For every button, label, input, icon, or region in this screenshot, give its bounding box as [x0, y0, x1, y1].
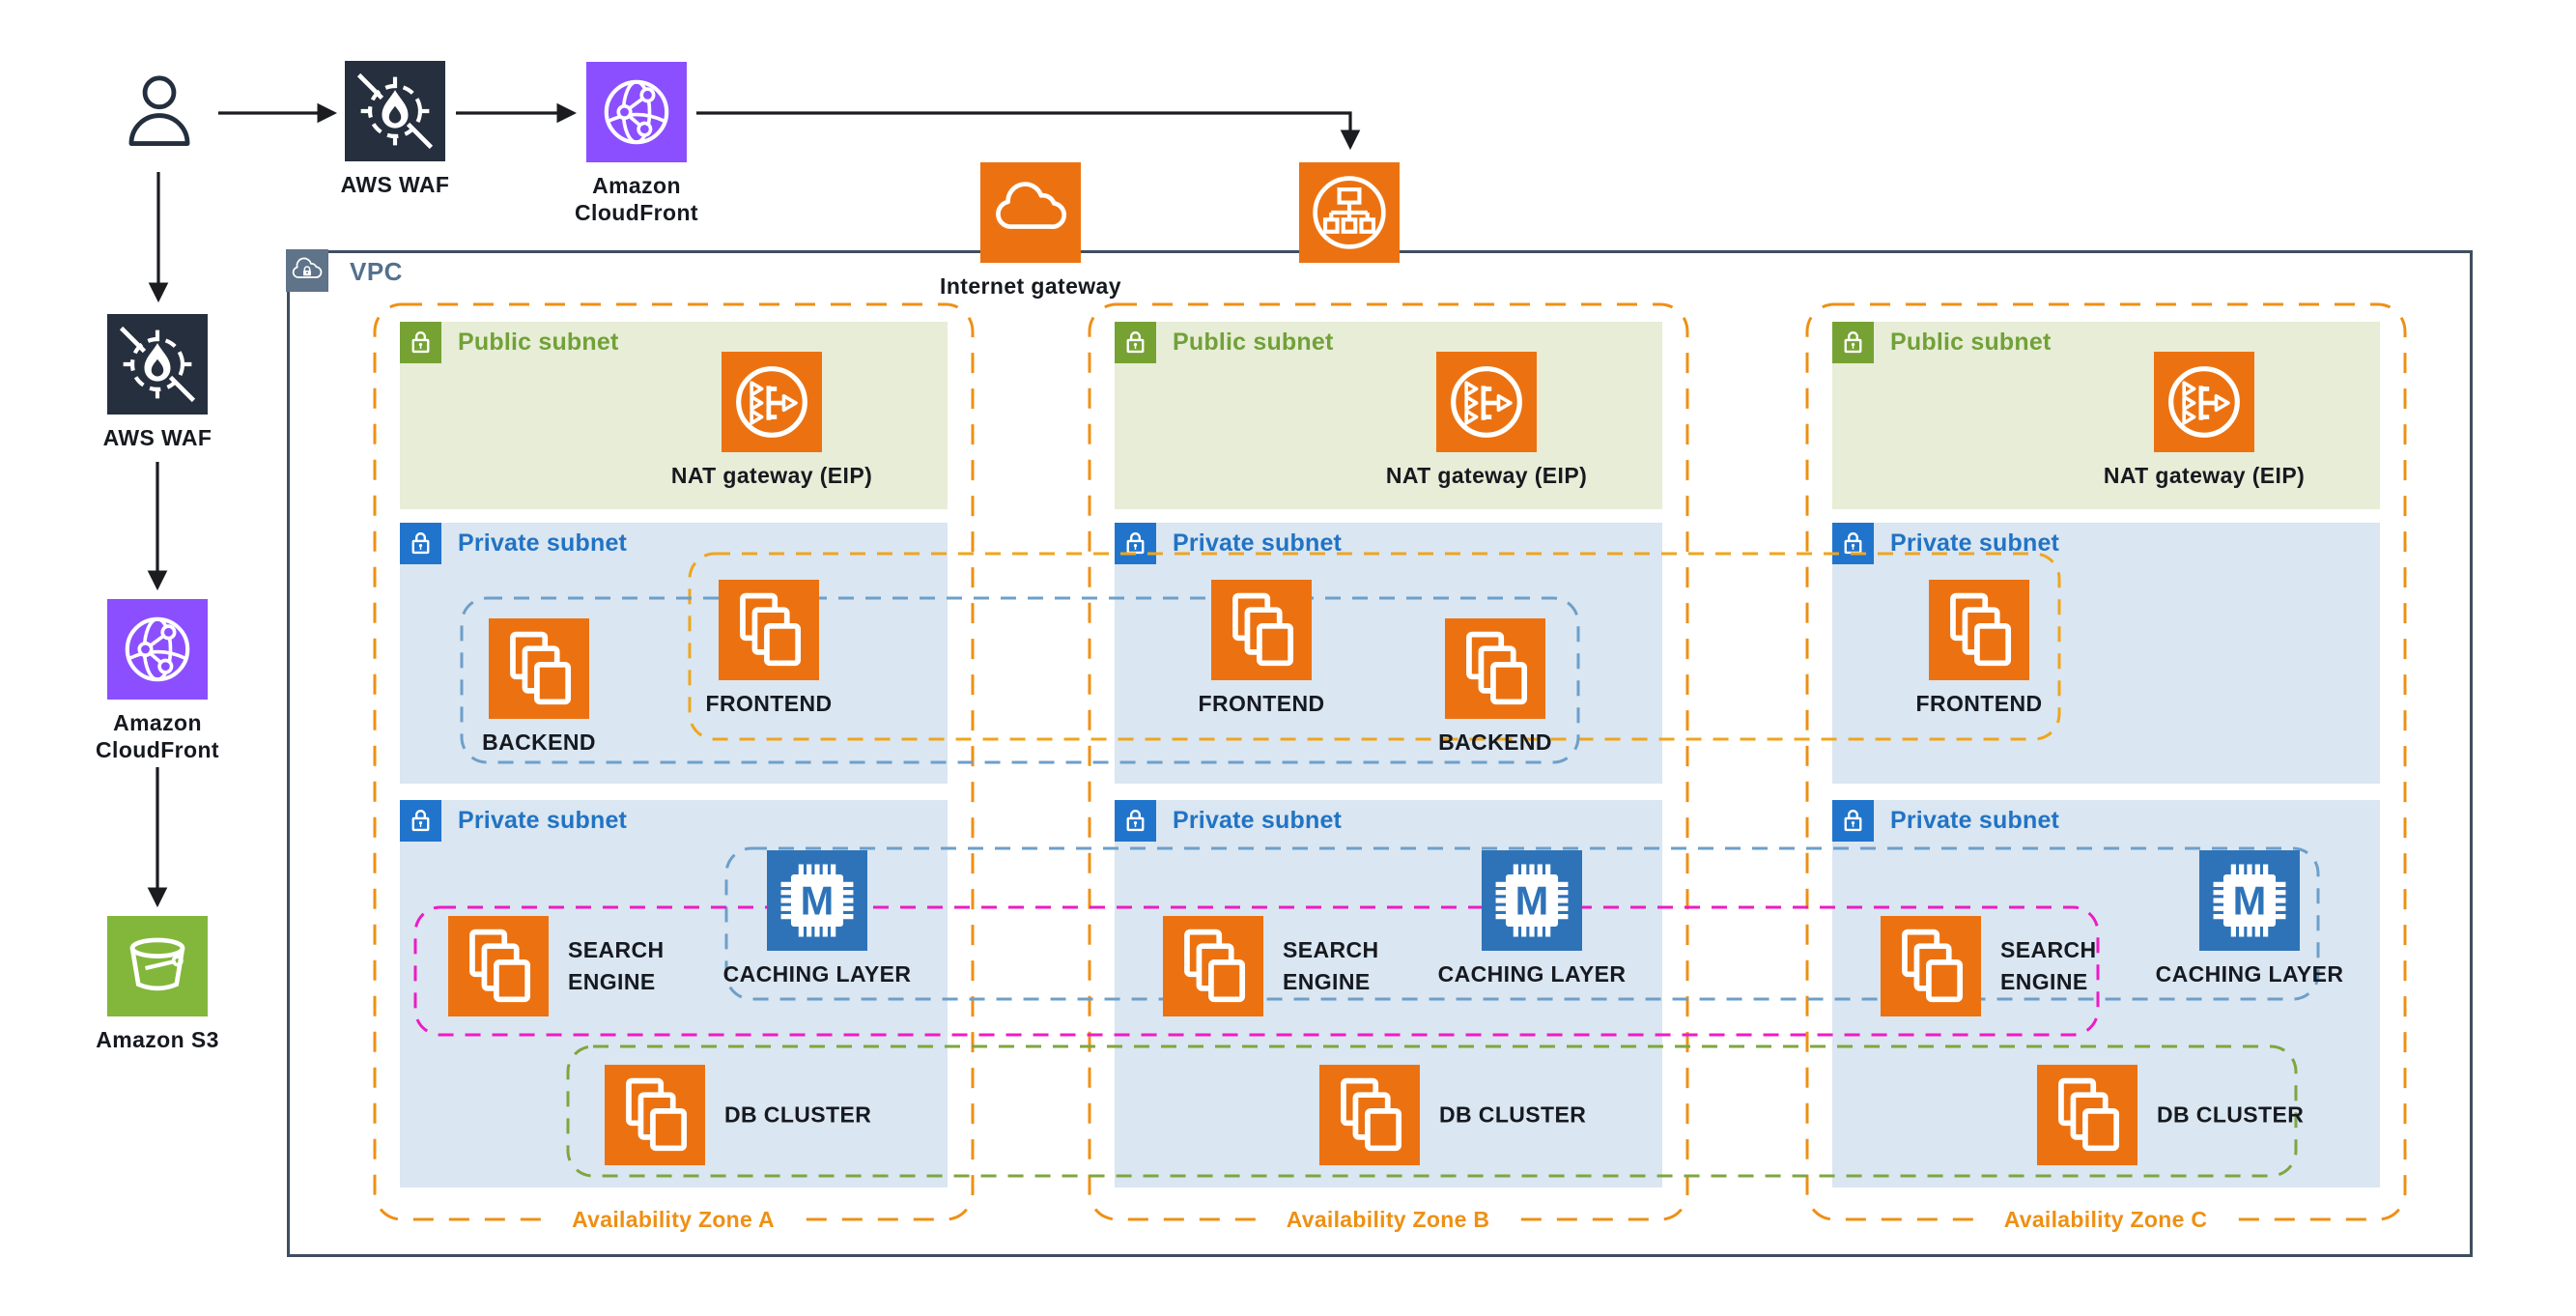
s3-bucket-icon: Amazon S3 — [96, 916, 218, 1052]
az-a-label: Availability Zone A — [554, 1204, 792, 1235]
frontend-label: FRONTEND — [705, 691, 833, 716]
db-cluster-label: DB CLUSTER — [724, 1101, 872, 1128]
load-balancer-network-tree-icon — [1299, 162, 1400, 263]
search-engine-instances-icon: SEARCH ENGINE — [1881, 916, 2096, 1016]
aws-waf-label: AWS WAF — [102, 425, 212, 450]
arrow-cloudfront-to-load-balancer — [696, 111, 1361, 151]
frontend-instances-icon: FRONTEND — [1199, 580, 1324, 716]
backend-label: BACKEND — [482, 730, 596, 755]
user-icon — [117, 64, 202, 160]
private-lock-icon — [1115, 800, 1156, 842]
db-cluster-label: DB CLUSTER — [2157, 1101, 2305, 1128]
private-lock-icon — [1832, 800, 1874, 842]
private-lock-icon — [1832, 523, 1874, 564]
backend-label: BACKEND — [1438, 730, 1552, 755]
nat-gateway-icon: NAT gateway (EIP) — [2104, 352, 2305, 488]
caching-layer-label: CACHING LAYER — [722, 961, 912, 987]
vpc-cloud-lock-icon — [286, 249, 328, 292]
public-subnet-label: Public subnet — [458, 329, 619, 356]
private-lock-icon — [400, 523, 441, 564]
nat-gateway-label: NAT gateway (EIP) — [670, 463, 873, 488]
aws-waf-icon: AWS WAF — [341, 61, 449, 197]
app-subnet-az-c: Private subnet — [1832, 523, 2380, 784]
app-subnet-az-b: Private subnet — [1115, 523, 1662, 784]
internet-gateway-label: Internet gateway — [940, 273, 1121, 299]
db-cluster-instances-icon: DB CLUSTER — [2037, 1065, 2304, 1165]
caching-memcached-icon: CACHING LAYER — [1438, 850, 1626, 987]
aws-waf-icon: AWS WAF — [103, 314, 212, 450]
caching-layer-label: CACHING LAYER — [2155, 961, 2344, 987]
frontend-instances-icon: FRONTEND — [706, 580, 832, 716]
search-engine-label: SEARCH ENGINE — [568, 937, 665, 994]
db-cluster-instances-icon: DB CLUSTER — [1319, 1065, 1586, 1165]
caching-memcached-icon: CACHING LAYER — [723, 850, 911, 987]
nat-gateway-label: NAT gateway (EIP) — [2103, 463, 2306, 488]
cloudfront-label: Amazon CloudFront — [96, 710, 219, 762]
caching-layer-label: CACHING LAYER — [1437, 961, 1627, 987]
az-b-label: Availability Zone B — [1268, 1204, 1508, 1235]
cloudfront-label: Amazon CloudFront — [575, 173, 698, 225]
private-lock-icon — [400, 800, 441, 842]
aws-waf-label: AWS WAF — [340, 172, 450, 197]
nat-gateway-icon: NAT gateway (EIP) — [1386, 352, 1587, 488]
private-lock-icon — [1115, 523, 1156, 564]
frontend-instances-icon: FRONTEND — [1916, 580, 2042, 716]
search-engine-instances-icon: SEARCH ENGINE — [1163, 916, 1378, 1016]
search-engine-instances-icon: SEARCH ENGINE — [448, 916, 664, 1016]
search-engine-label: SEARCH ENGINE — [1283, 937, 1379, 994]
private-subnet-label: Private subnet — [458, 529, 628, 557]
public-subnet-label: Public subnet — [1890, 329, 2052, 356]
cloudfront-icon: Amazon CloudFront — [575, 62, 698, 225]
db-cluster-label: DB CLUSTER — [1439, 1101, 1587, 1128]
az-c-label: Availability Zone C — [1986, 1204, 2225, 1235]
backend-instances-icon: BACKEND — [1438, 618, 1552, 755]
frontend-label: FRONTEND — [1915, 691, 2043, 716]
public-lock-icon — [1115, 322, 1156, 363]
caching-memcached-icon: CACHING LAYER — [2156, 850, 2343, 987]
private-subnet-label: Private subnet — [1173, 807, 1343, 834]
public-lock-icon — [1832, 322, 1874, 363]
private-subnet-label: Private subnet — [1890, 529, 2060, 557]
nat-gateway-label: NAT gateway (EIP) — [1385, 463, 1588, 488]
db-cluster-instances-icon: DB CLUSTER — [605, 1065, 871, 1165]
private-subnet-label: Private subnet — [1890, 807, 2060, 834]
internet-gateway-icon: Internet gateway — [940, 162, 1121, 299]
search-engine-label: SEARCH ENGINE — [2000, 937, 2097, 994]
public-lock-icon — [400, 322, 441, 363]
private-subnet-label: Private subnet — [458, 807, 628, 834]
s3-label: Amazon S3 — [96, 1027, 219, 1052]
vpc-label: VPC — [350, 257, 403, 286]
private-subnet-label: Private subnet — [1173, 529, 1343, 557]
backend-instances-icon: BACKEND — [482, 618, 596, 755]
public-subnet-label: Public subnet — [1173, 329, 1334, 356]
cloudfront-icon: Amazon CloudFront — [96, 599, 219, 762]
frontend-label: FRONTEND — [1198, 691, 1325, 716]
nat-gateway-icon: NAT gateway (EIP) — [671, 352, 872, 488]
